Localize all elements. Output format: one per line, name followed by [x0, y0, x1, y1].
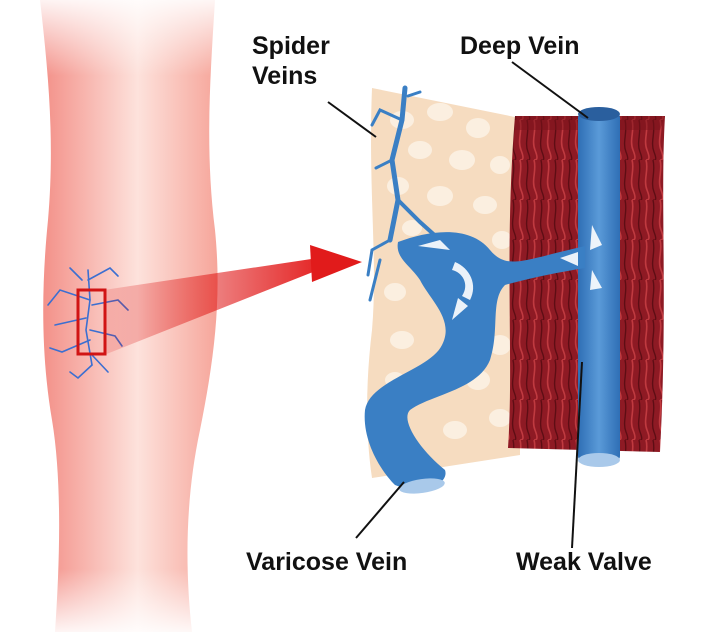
leader-deep-vein	[512, 62, 588, 118]
leader-spider-veins	[328, 102, 376, 137]
tissue-cross-section	[365, 88, 665, 496]
label-varicose-vein: Varicose Vein	[246, 548, 407, 576]
label-spider-veins-line2: Veins	[252, 62, 317, 90]
label-weak-valve: Weak Valve	[516, 548, 652, 576]
label-deep-vein: Deep Vein	[460, 32, 580, 60]
leader-varicose-vein	[356, 482, 404, 538]
label-spider-veins-line1: Spider	[252, 32, 330, 60]
